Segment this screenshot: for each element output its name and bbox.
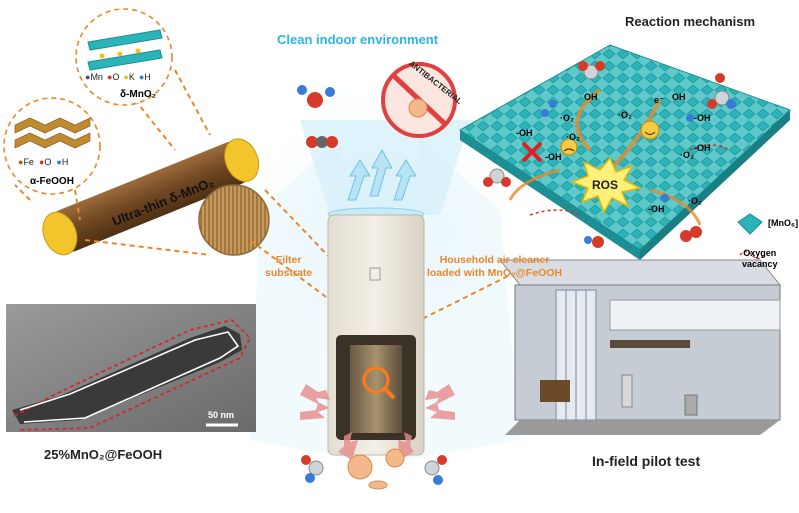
pilot-room-illustration: [498, 259, 782, 435]
feooh-legend-item: ●Fe: [18, 157, 34, 167]
oxygen-vacancy-line-2: vacancy: [742, 259, 778, 269]
filter-substrate-line-2: substrate: [265, 267, 313, 279]
household-cleaner-line-1: Household air cleaner: [439, 254, 550, 266]
mno2-layers: [87, 29, 163, 71]
mno2-legend-item: ●O: [106, 72, 120, 82]
species-label: ·O₂: [680, 150, 694, 160]
feooh-chains: [14, 117, 91, 149]
nanorod-illustration: [42, 138, 260, 256]
clean-indoor-title: Clean indoor environment: [277, 32, 439, 47]
species-label: ·O₂: [618, 110, 632, 120]
alpha-feooh-label: α-FeOOH: [30, 176, 74, 187]
lattice-molecules: [483, 61, 736, 248]
species-label: ·O₂: [566, 132, 580, 142]
species-label: -OH: [694, 113, 711, 123]
species-label: ·O₂: [560, 113, 574, 123]
mno2-legend-item: ●H: [138, 72, 151, 82]
bacteria-icon: [347, 448, 405, 490]
household-cleaner-line-2: loaded with MnO₂@FeOOH: [427, 267, 563, 279]
ros-burst: [569, 156, 643, 214]
composite-label: 25%MnO₂@FeOOH: [44, 447, 163, 462]
filter-substrate-line-1: Filter: [275, 254, 302, 266]
pilot-test-label: In-field pilot test: [592, 453, 701, 469]
species-label: OH: [672, 92, 686, 102]
mno2-legend-item: ●K: [123, 72, 135, 82]
pollutant-molecules: [297, 85, 447, 485]
species-label: -OH: [516, 128, 533, 138]
species-label: -OH: [694, 143, 711, 153]
oxygen-vacancy-line-1: Oxygen: [743, 248, 777, 258]
clean-air-arrows: [347, 148, 417, 201]
species-label: -OH: [545, 152, 562, 162]
oxygen-vacancy-legend: Oxygen vacancy: [742, 248, 778, 270]
household-cleaner-label: Household air cleaner loaded with MnO₂@F…: [427, 254, 562, 280]
filter-substrate-label: Filter substrate: [265, 254, 312, 280]
feooh-legend-item: ●O: [38, 157, 52, 167]
species-label: ·O₂: [688, 196, 702, 206]
scale-bar-label: 50 nm: [208, 410, 235, 420]
mno2-legend: ●Mn ●O ●K ●H: [85, 72, 151, 82]
species-label: OH: [584, 92, 598, 102]
feooh-legend-item: ●H: [56, 157, 69, 167]
species-label: -OH: [648, 204, 665, 214]
species-label: e⁻: [654, 95, 664, 105]
mno6-legend-label: [MnO₆]: [768, 218, 799, 228]
feooh-legend: ●Fe ●O ●H: [18, 157, 68, 167]
ros-label: ROS: [592, 178, 619, 192]
blocked-cross-icon: [522, 142, 542, 162]
mno2-legend-item: ●Mn: [85, 72, 103, 82]
reaction-mechanism-title: Reaction mechanism: [625, 14, 756, 29]
delta-mno2-label: δ-MnO₂: [120, 89, 157, 100]
